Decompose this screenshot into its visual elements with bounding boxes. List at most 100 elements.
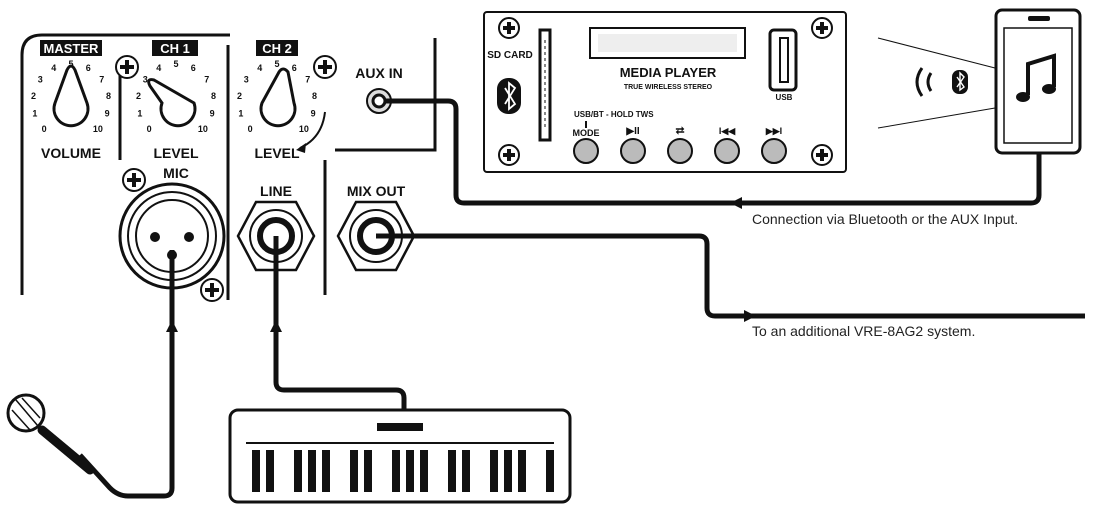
ch1-tick-9: 9 <box>210 109 215 119</box>
ch2-level-knob[interactable] <box>259 67 297 128</box>
prev-label: I◀◀ <box>719 126 736 136</box>
panel-top-arc <box>20 33 230 56</box>
smartphone <box>994 8 1082 155</box>
ch2-tick-2: 2 <box>237 91 242 101</box>
keyboard-black-key <box>420 450 428 492</box>
repeat-button[interactable] <box>667 138 693 164</box>
screw-icon <box>811 17 833 39</box>
keyboard-black-key <box>448 450 456 492</box>
master-tick-3: 3 <box>38 75 43 85</box>
ch1-level-knob[interactable] <box>147 78 197 128</box>
previous-track-button[interactable] <box>714 138 740 164</box>
ch1-tick-3: 3 <box>143 75 148 85</box>
ch1-tick-2: 2 <box>136 91 141 101</box>
next-track-button[interactable] <box>761 138 787 164</box>
screw-icon <box>122 168 146 192</box>
mic-cable-arrow <box>166 320 178 332</box>
line-cable <box>273 236 407 412</box>
keyboard-black-key <box>322 450 330 492</box>
master-tick-8: 8 <box>106 91 111 101</box>
line-label: LINE <box>260 183 292 199</box>
master-tick-0: 0 <box>42 124 47 134</box>
mode-button[interactable] <box>573 138 599 164</box>
ch2-tick-8: 8 <box>312 91 317 101</box>
mode-label: MODE <box>573 128 600 138</box>
ch1-tick-0: 0 <box>147 124 152 134</box>
ch1-level-label: LEVEL <box>153 145 199 161</box>
usb-port[interactable] <box>768 28 798 92</box>
mic-cable <box>78 250 175 499</box>
aux-cable-arrow <box>730 197 742 209</box>
play-pause-button[interactable] <box>620 138 646 164</box>
wireless-waves-icon <box>915 67 933 97</box>
screw-icon <box>200 278 224 302</box>
ch2-tick-5: 5 <box>274 59 279 69</box>
aux-cable <box>385 98 1042 206</box>
media-display <box>589 27 746 59</box>
play-pause-label: ▶II <box>625 126 639 137</box>
ch2-tick-9: 9 <box>311 109 316 119</box>
keyboard-black-key <box>462 450 470 492</box>
keyboard-black-key <box>406 450 414 492</box>
keyboard-keys <box>252 450 554 492</box>
tws-hint: USB/BT - HOLD TWS <box>574 110 654 119</box>
keyboard-black-key <box>350 450 358 492</box>
master-tick-7: 7 <box>99 75 104 85</box>
panel-divider-aux <box>335 38 437 152</box>
aux-in-label: AUX IN <box>355 65 402 81</box>
next-label: ▶▶I <box>765 126 782 136</box>
ch1-tick-10: 10 <box>198 124 208 134</box>
svg-text:CH 1: CH 1 <box>160 41 190 56</box>
wireless-beam <box>877 37 996 129</box>
keyboard-black-key <box>252 450 260 492</box>
sd-card-slot[interactable] <box>538 28 552 142</box>
master-tag: MASTER <box>40 40 102 56</box>
ch1-tick-6: 6 <box>191 63 196 73</box>
screw-icon <box>811 144 833 166</box>
keyboard-black-key <box>308 450 316 492</box>
volume-label: VOLUME <box>41 145 101 161</box>
usb-label: USB <box>776 93 793 102</box>
screw-icon <box>498 144 520 166</box>
keyboard-black-key <box>266 450 274 492</box>
keyboard-black-key <box>518 450 526 492</box>
keyboard-black-key <box>504 450 512 492</box>
master-tick-5: 5 <box>68 59 73 69</box>
master-volume-knob[interactable] <box>52 64 90 128</box>
repeat-label: ⮂ <box>676 124 685 137</box>
ch2-tick-0: 0 <box>248 124 253 134</box>
ch2-tick-3: 3 <box>244 75 249 85</box>
master-tick-4: 4 <box>51 63 56 73</box>
ch1-tick-4: 4 <box>156 63 161 73</box>
ch1-tick-1: 1 <box>137 109 142 119</box>
rotation-arrowhead <box>296 143 306 153</box>
master-tick-9: 9 <box>105 109 110 119</box>
mix-out-note: To an additional VRE-8AG2 system. <box>752 323 975 339</box>
screw-icon <box>313 55 337 79</box>
ch2-tag: CH 2 <box>256 40 298 56</box>
ch2-tick-10: 10 <box>299 124 309 134</box>
mix-out-cable-arrow <box>744 310 756 322</box>
media-player-subtitle: TRUE WIRELESS STEREO <box>624 84 713 91</box>
bluetooth-icon <box>497 78 521 114</box>
keyboard-black-key <box>392 450 400 492</box>
microphone-icon <box>6 393 95 475</box>
media-player-module <box>483 11 847 173</box>
keyboard-black-key <box>364 450 372 492</box>
keyboard-icon <box>228 408 572 504</box>
screw-icon <box>498 17 520 39</box>
master-tick-1: 1 <box>32 109 37 119</box>
sd-card-label: SD CARD <box>487 50 533 61</box>
keyboard-black-key <box>294 450 302 492</box>
ch2-tick-6: 6 <box>292 63 297 73</box>
mix-out-cable <box>376 233 1085 319</box>
keyboard-black-key <box>490 450 498 492</box>
svg-text:MASTER: MASTER <box>44 41 100 56</box>
media-player-title: MEDIA PLAYER <box>620 65 717 80</box>
master-tick-6: 6 <box>86 63 91 73</box>
ch1-tick-7: 7 <box>204 75 209 85</box>
ch2-tick-1: 1 <box>238 109 243 119</box>
